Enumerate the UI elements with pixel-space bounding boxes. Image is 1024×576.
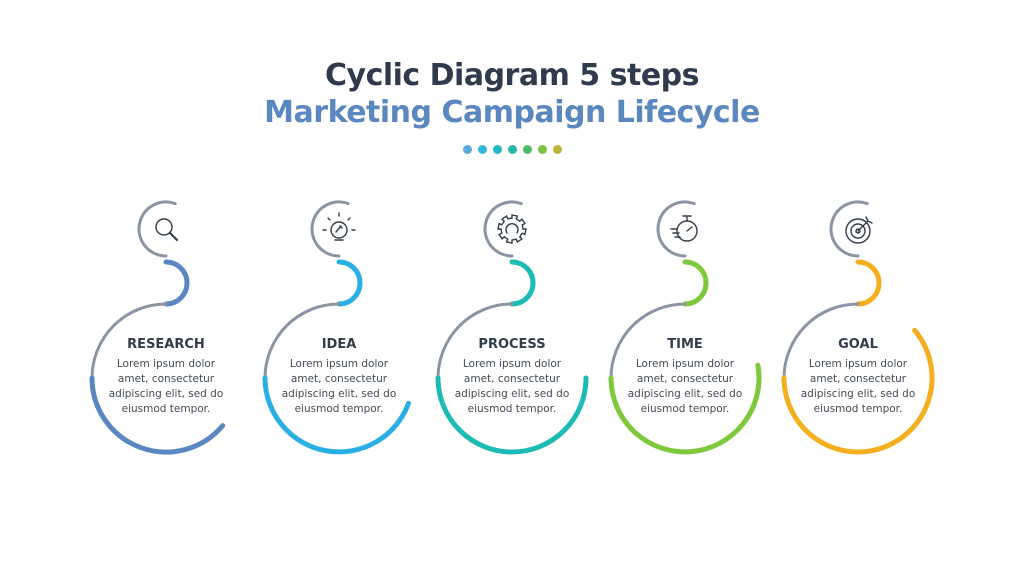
- lightbulb-icon: [322, 212, 356, 241]
- step-1-progress-arc: [89, 375, 226, 455]
- dot-2: [477, 145, 487, 154]
- target-icon: [845, 216, 873, 244]
- step-3-icon-ring: [483, 218, 514, 258]
- step-2-hook: [336, 259, 363, 307]
- dot-4: [507, 145, 517, 154]
- dot-5: [522, 145, 532, 154]
- step-2-outer-arc: [263, 302, 341, 380]
- dot-6: [537, 145, 547, 154]
- step-4-outer-arc: [609, 302, 687, 380]
- step-4-title: TIME: [667, 337, 703, 352]
- step-4-hook: [682, 259, 709, 307]
- step-2-description: Lorem ipsum dolor amet, consectetur adip…: [281, 358, 397, 415]
- step-1-outer-arc: [90, 302, 168, 380]
- step-2-title: IDEA: [321, 337, 357, 352]
- step-3-outer-arc: [436, 302, 514, 380]
- decorative-dots: [0, 145, 1024, 154]
- step-5-icon-ring: [829, 218, 860, 258]
- step-1-icon-ring-top: [139, 200, 177, 222]
- step-4-icon-ring: [656, 218, 687, 258]
- step-2-progress-arc: [262, 375, 411, 455]
- step-3-icon-ring-top: [485, 200, 523, 222]
- step-4-progress-arc: [608, 362, 762, 455]
- step-5-hook: [855, 259, 882, 307]
- stopwatch-icon: [670, 215, 698, 242]
- step-5-description: Lorem ipsum dolor amet, consectetur adip…: [800, 358, 916, 415]
- dot-3: [492, 145, 502, 154]
- dot-7: [552, 145, 562, 154]
- step-4-icon-ring-top: [658, 200, 696, 222]
- step-5-title: GOAL: [838, 337, 878, 352]
- diagram-subtitle: Marketing Campaign Lifecycle: [264, 95, 760, 130]
- gear-icon: [497, 214, 527, 244]
- step-3-hook: [509, 259, 536, 307]
- step-2-icon-ring: [310, 218, 341, 258]
- step-2-icon-ring-top: [312, 200, 350, 222]
- step-5-icon-ring-top: [831, 200, 869, 222]
- dot-1: [462, 145, 472, 154]
- step-3-description: Lorem ipsum dolor amet, consectetur adip…: [454, 358, 570, 415]
- magnifier-icon: [155, 218, 179, 242]
- step-1-hook: [163, 259, 190, 307]
- step-5-progress-arc: [781, 327, 935, 455]
- diagram-title: Cyclic Diagram 5 steps: [325, 58, 700, 93]
- step-4-description: Lorem ipsum dolor amet, consectetur adip…: [627, 358, 743, 415]
- step-5-outer-arc: [782, 302, 860, 380]
- step-1-title: RESEARCH: [127, 337, 205, 352]
- step-3-progress-arc: [435, 375, 589, 455]
- step-1-icon-ring: [137, 218, 168, 258]
- step-1-description: Lorem ipsum dolor amet, consectetur adip…: [108, 358, 224, 415]
- step-3-title: PROCESS: [478, 337, 546, 352]
